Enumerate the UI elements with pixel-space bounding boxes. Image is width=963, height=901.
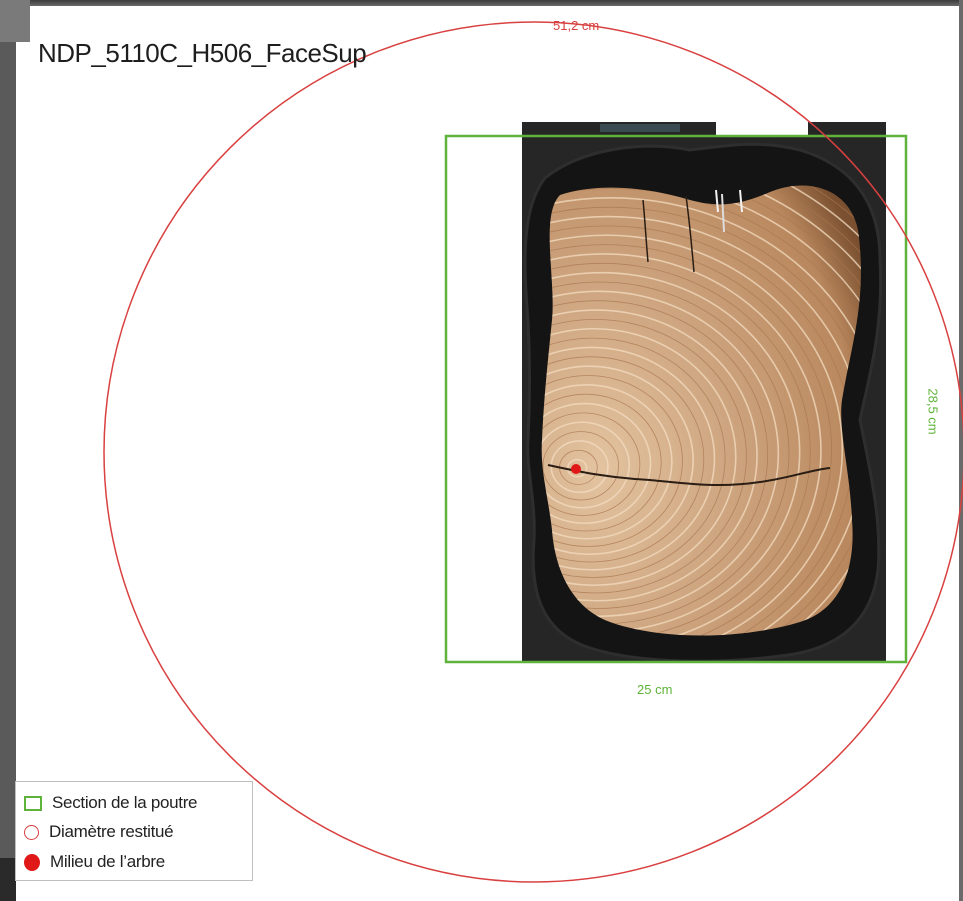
growth-ring (541, 215, 861, 636)
growth-ring (541, 188, 861, 636)
sample-title: NDP_5110C_H506_FaceSup (38, 38, 367, 68)
diameter-dimension-label: 51,2 cm (553, 18, 600, 33)
growth-ring (541, 421, 631, 509)
window-top-edge (0, 0, 963, 6)
height-dimension-label: 28,5 cm (925, 388, 941, 435)
width-dimension-label: 25 cm (637, 682, 673, 697)
window-left-bottom-corner (0, 858, 16, 901)
legend-label: Section de la poutre (52, 793, 198, 812)
growth-ring (542, 431, 619, 501)
growth-ring (541, 319, 747, 594)
main-crack (547, 464, 831, 487)
window-right-edge (959, 0, 963, 901)
growth-ring (541, 244, 833, 636)
legend-item-tree-center: Milieu de l’arbre (24, 850, 165, 874)
legend-item-section: Section de la poutre (24, 791, 198, 815)
legend-label: Milieu de l’arbre (50, 852, 165, 871)
growth-ring (541, 197, 861, 636)
growth-ring (541, 290, 780, 618)
tree-center-dot (571, 464, 581, 474)
legend-item-diameter: Diamètre restitué (24, 820, 174, 844)
growth-ring (541, 412, 641, 516)
growth-ring (541, 337, 726, 578)
nail-mark-3 (739, 189, 743, 213)
red-circle-icon (24, 824, 39, 840)
growth-ring (541, 262, 811, 636)
growth-ring (541, 402, 652, 525)
growth-ring (541, 346, 716, 571)
growth-ring (541, 375, 683, 547)
growth-ring (541, 365, 694, 556)
nail-mark-1 (715, 189, 719, 213)
legend-label: Diamètre restitué (49, 822, 174, 841)
restored-diameter-circle (103, 21, 963, 883)
legend: Section de la poutre Diamètre restitué M… (15, 781, 253, 881)
growth-ring (541, 206, 861, 636)
green-square-icon (24, 795, 42, 811)
growth-ring (541, 234, 844, 636)
growth-ring (541, 384, 673, 540)
growth-rings (541, 185, 861, 636)
growth-ring (541, 356, 705, 563)
nail-mark-2 (721, 193, 725, 233)
photo-scale-label (600, 124, 680, 132)
photo-label-gap (716, 122, 808, 136)
red-dot-icon (24, 853, 40, 871)
growth-ring (541, 327, 737, 587)
growth-ring (541, 309, 758, 602)
growth-ring (541, 253, 822, 636)
window-left-corner (0, 0, 30, 42)
top-crack-right (685, 195, 695, 273)
growth-ring (541, 300, 769, 609)
top-crack-left (642, 199, 649, 263)
growth-ring (541, 393, 662, 532)
window-left-edge (0, 0, 16, 901)
beam-section-rectangle (444, 134, 908, 664)
